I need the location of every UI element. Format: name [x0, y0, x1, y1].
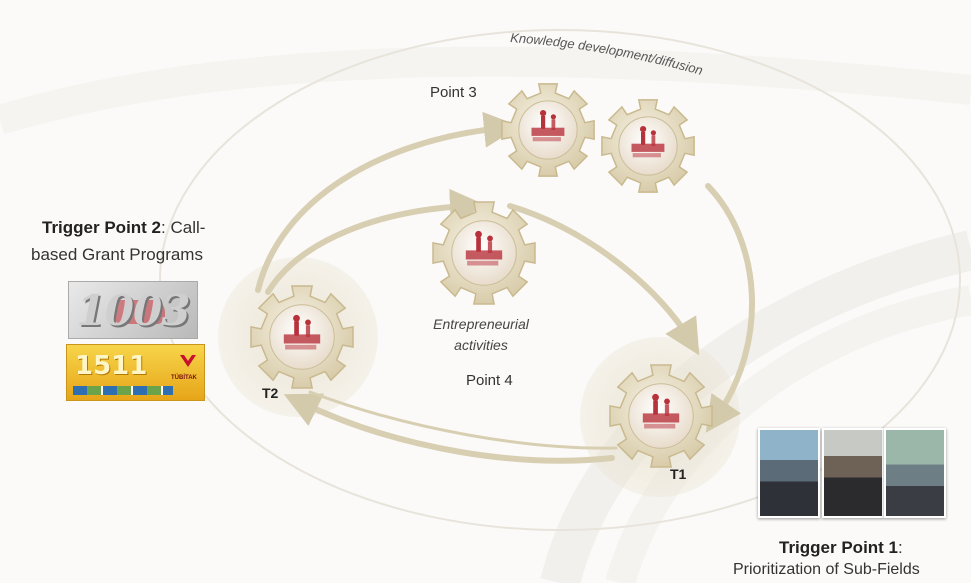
trigger1-line1: Trigger Point 1: — [779, 538, 903, 558]
point4-label: Point 4 — [466, 372, 513, 389]
trigger1-colon: : — [898, 538, 903, 557]
tubitak-emblem-icon — [180, 355, 196, 367]
point3-label: Point 3 — [430, 84, 477, 101]
arrow-t2-to-point3 — [255, 111, 520, 293]
arrow-t1-to-t2-lower — [308, 390, 618, 450]
gear-point3-right — [601, 99, 695, 193]
gears-layer — [250, 83, 713, 468]
gear-point3-left-figure-icon — [531, 110, 565, 142]
gear-t2-figure-icon — [283, 314, 321, 350]
outer-orbit — [159, 29, 961, 531]
entrepreneurial-label-line1: Entrepreneurial — [433, 316, 530, 332]
trigger1-title: Trigger Point 1 — [779, 538, 899, 557]
gear-point3-right-figure-icon — [631, 126, 665, 158]
program-1003-text: 1003 — [76, 286, 191, 335]
program-1511-text: 1511 — [75, 351, 148, 381]
trigger2-rest: : Call- — [161, 218, 206, 237]
gear-point4 — [432, 201, 536, 305]
arrow-point4-to-t1 — [507, 203, 700, 356]
trigger2-line2: based Grant Programs — [31, 245, 203, 264]
gear-point4-figure-icon — [465, 230, 503, 266]
trigger2-line1: Trigger Point 2: Call- — [42, 218, 205, 238]
tubitak-text: TÜBİTAK — [171, 375, 197, 381]
gear-t1 — [609, 364, 713, 468]
meeting-photo-2 — [822, 428, 884, 518]
turkey-map-shape — [109, 300, 165, 324]
arrow-point3-to-t1 — [705, 183, 756, 433]
meeting-photo-3 — [884, 428, 946, 518]
program-1511-logo: 1511 TÜBİTAK — [66, 344, 205, 401]
arrow-t2-to-point4 — [265, 188, 486, 295]
t2-label: T2 — [262, 385, 279, 401]
t1-label: T1 — [670, 466, 687, 482]
program-1003-logo: 1003 — [68, 281, 198, 339]
gear-t1-figure-icon — [642, 393, 680, 429]
meeting-photo-1 — [758, 428, 820, 518]
flow-arrows — [255, 111, 756, 464]
trigger2-title: Trigger Point 2 — [42, 218, 162, 237]
entrepreneurial-label-line2: activities — [454, 337, 508, 353]
gear-t2 — [250, 285, 354, 389]
arrow-t1-to-t2 — [283, 393, 615, 464]
trigger1-line2: Prioritization of Sub-Fields — [733, 561, 920, 578]
gear-point3-left — [501, 83, 595, 177]
program-1511-image-strip — [73, 386, 173, 395]
